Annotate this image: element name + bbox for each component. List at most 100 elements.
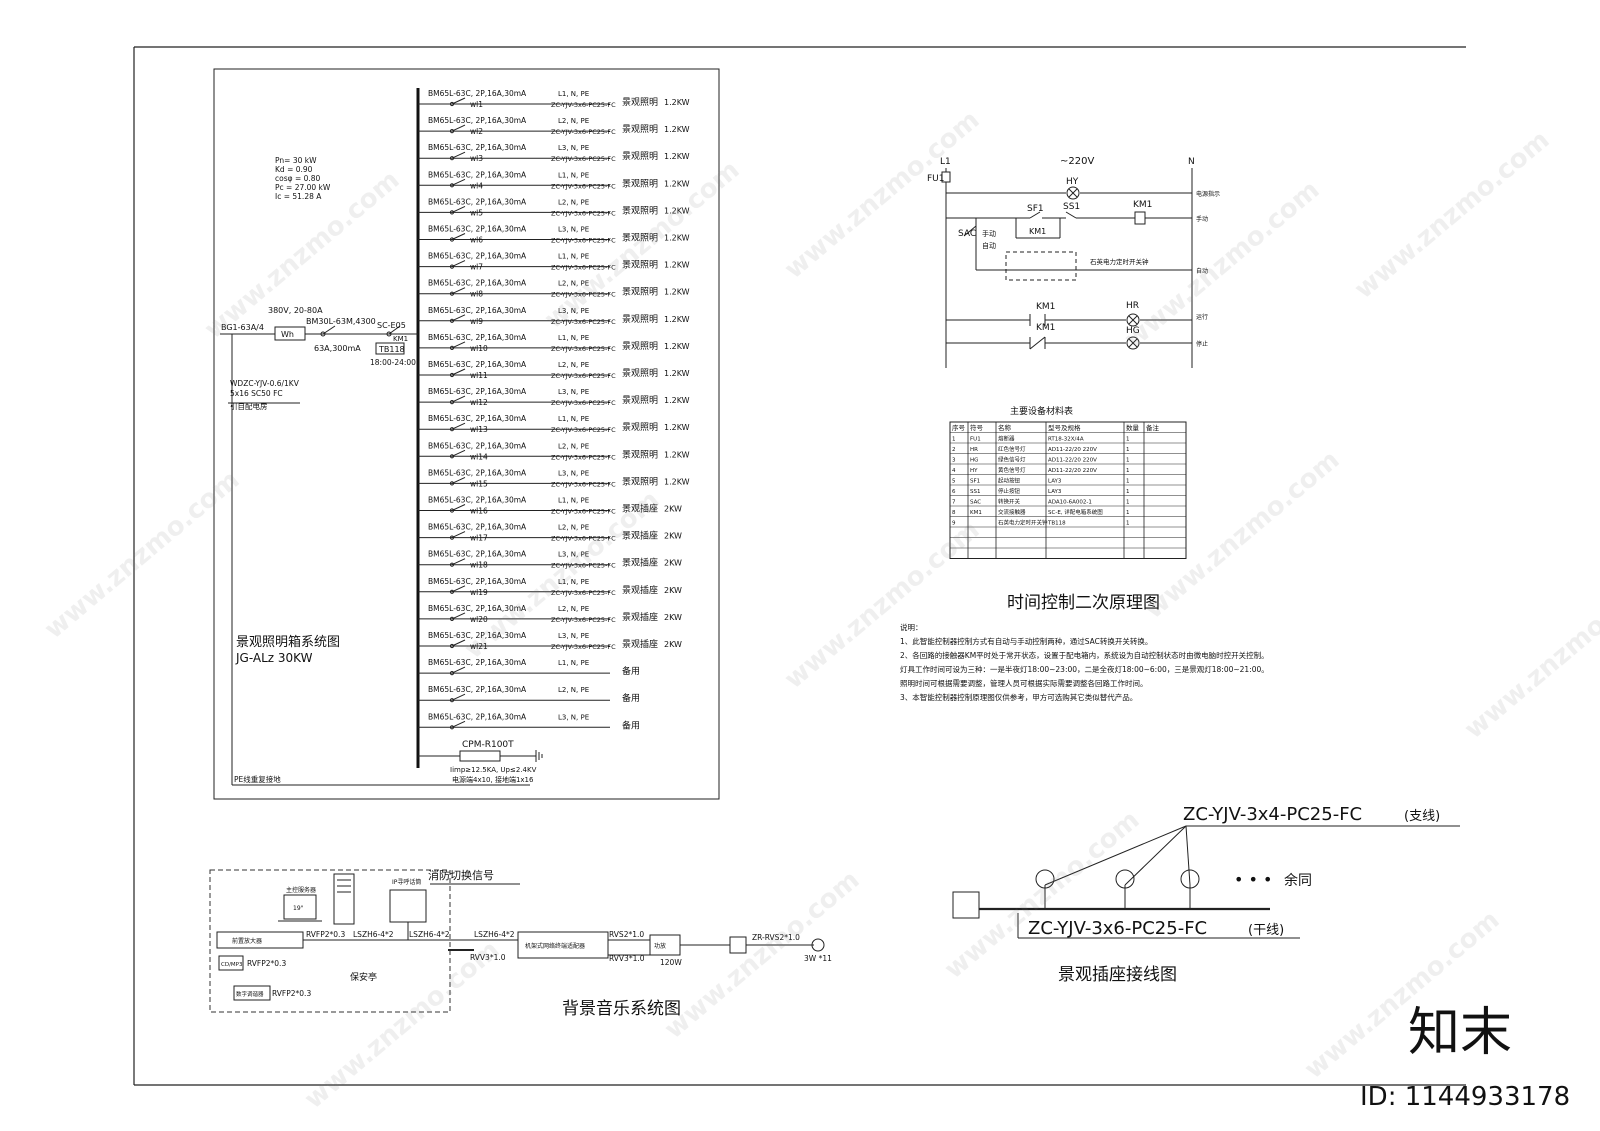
amp-label: 前置放大器 [232,937,262,945]
circuit-power: 1.2KW [664,423,690,432]
circuit-cable: ZC-YJV-3x6-PC25-FC [551,264,616,272]
brand-id: ID: 1144933178 [1360,1082,1570,1112]
auto-label: 自动 [982,241,996,250]
circuit-phase: L1, N, PE [558,497,589,505]
circuit-cable: ZC-YJV-3x6-PC25-FC [551,480,616,488]
background-music-diagram: 主控服务器 19" IP寻呼话筒 前置放大器 CD/MP3 数字调谐器 RVFP… [209,868,832,1019]
notes-heading: 说明： [900,622,923,632]
table-cell: 1 [952,437,956,443]
tuner-box [233,985,271,1001]
meter-label: Wh [281,330,294,339]
table-cell: 9 [952,521,956,527]
circuit-id: wl8 [470,290,483,299]
timer-model: TB118 [378,345,405,354]
circuit-phase: L3, N, PE [558,144,589,152]
circuit-id: wl4 [470,181,483,190]
circuit-phase: L3, N, PE [558,551,589,559]
cable-rvfp-3: RVFP2*0.3 [272,989,311,998]
circuit-phase: L3, N, PE [558,388,589,396]
circuit-phase: L1, N, PE [558,334,589,342]
table-cell: SF1 [970,479,980,485]
circuit-phase: L3, N, PE [558,632,589,640]
circuit-breaker: BM65L-63C, 2P,16A,30mA [428,414,527,423]
circuit-power: 1.2KW [664,450,690,459]
circuit-breaker: BM65L-63C, 2P,16A,30mA [428,170,527,179]
circuit-cable: ZC-YJV-3x6-PC25-FC [551,589,616,597]
circuit-breaker: BM65L-63C, 2P,16A,30mA [428,604,527,613]
voltage-label: ~220V [1060,156,1094,167]
circuit-breaker: BM65L-63C, 2P,16A,30mA [428,550,527,559]
circuit-id: wl11 [470,371,488,380]
circuit-breaker: BM65L-63C, 2P,16A,30mA [428,496,527,505]
table-cell: AD11-22/20 220V [1048,458,1097,464]
circuit-breaker: BM65L-63C, 2P,16A,30mA [428,631,527,640]
circuit-load: 景观照明 [622,97,658,108]
right-label-manual: 手动 [1196,215,1208,223]
table-cell: 1 [1126,437,1130,443]
load-params: Pn= 30 kW Kd = 0.90 cosφ = 0.80 Pc = 27.… [275,156,331,201]
circuit-cable: ZC-YJV-3x6-PC25-FC [551,535,616,543]
circuit-phase: L1, N, PE [558,659,589,667]
intercom-label: IP寻呼话筒 [392,878,421,886]
note-line: 3、本智能控制器控制原理图仅供参考，甲方可选购其它类似替代产品。 [900,692,1137,702]
hr-lamp [1126,313,1140,327]
circuit-phase: L1, N, PE [558,171,589,179]
table-cell: 熔断器 [998,435,1015,443]
table-cell: 1 [1126,521,1130,527]
circuit-load: 景观照明 [622,422,658,433]
table-cell: 1 [1126,468,1130,474]
circuit-power: 1.2KW [664,234,690,243]
circuit-cable: ZC-YJV-3x6-PC25-FC [551,562,616,570]
table-cell: 1 [1126,479,1130,485]
notes: 说明： 1、此智能控制器控制方式有自动与手动控制两种，通过SAC转换开关转换。 … [900,622,1269,702]
fu1-symbol [941,171,951,183]
circuit-power: 1.2KW [664,98,690,107]
same-label: 余同 [1284,872,1312,889]
table-cell: 2 [952,447,956,453]
table-cell: 红色信号灯 [998,445,1026,453]
circuit-breaker: BM65L-63C, 2P,16A,30mA [428,197,527,206]
circuit-load: 备用 [622,719,640,731]
param-pc: Pc = 27.00 kW [275,183,331,192]
circuit-id: wl14 [470,452,488,461]
trunk-cable: ZC-YJV-3x6-PC25-FC [1028,918,1207,939]
server-tower-icon [333,873,355,925]
circuit-phase: L2, N, PE [558,198,589,206]
control-schematic: L1 N FU1 ~220V HY SF1 SS1 KM1 KM1 SAC 手动… [900,156,1269,702]
circuit-phase: L2, N, PE [558,117,589,125]
circuit-phase: L1, N, PE [558,90,589,98]
cable-lszh-3: LSZH6-4*2 [474,930,515,939]
circuit-load: 景观插座 [622,611,658,623]
monitor-icon [283,894,317,920]
circuit-id: wl15 [470,479,488,488]
param-kd: Kd = 0.90 [275,165,313,174]
table-cell: 1 [1126,447,1130,453]
table-cell: LAY3 [1048,479,1062,485]
hg-lamp [1126,336,1140,350]
circuit-phase: L3, N, PE [558,307,589,315]
circuit-breaker: BM65L-63C, 2P,16A,30mA [428,89,527,98]
pe-note: PE线重复接地 [234,774,281,784]
circuit-phase: L2, N, PE [558,442,589,450]
table-cell: LAY3 [1048,489,1062,495]
table-cell: 停止按钮 [998,487,1021,495]
circuit-id: wl1 [470,100,483,109]
circuit-phase: L3, N, PE [558,226,589,234]
panel-symbol [952,891,980,919]
circuit-load: 景观插座 [622,530,658,542]
table-header: 备注 [1146,423,1160,432]
circuit-load: 景观照明 [622,341,658,352]
circuit-id: wl9 [470,317,483,326]
circuit-id: wl5 [470,208,483,217]
circuit-power: 1.2KW [664,396,690,405]
circuit-cable: ZC-YJV-3x6-PC25-FC [551,453,616,461]
circuit-power: 2KW [664,505,682,514]
